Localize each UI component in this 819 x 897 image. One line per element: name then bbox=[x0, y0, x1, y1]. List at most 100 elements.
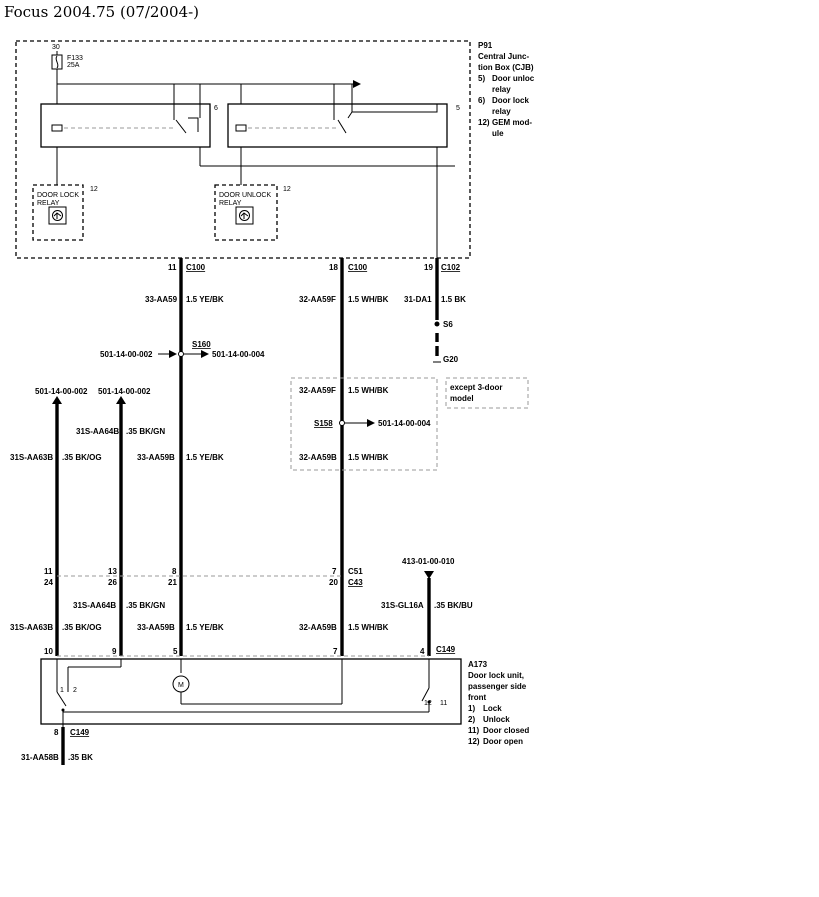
a173-pin-5: 5 bbox=[173, 647, 178, 656]
a173-pin-9: 9 bbox=[112, 647, 117, 656]
w3-code: 31-DA1 bbox=[404, 295, 432, 304]
gem-unlock-relay-box bbox=[214, 184, 278, 241]
w8-spec: 1.5 YE/BK bbox=[186, 453, 224, 462]
gem-left-label-2: RELAY bbox=[37, 200, 60, 207]
w9-spec: .35 BK/GN bbox=[126, 601, 165, 610]
w4-spec: 1.5 WH/BK bbox=[348, 386, 389, 395]
sw-left-1: 1 bbox=[60, 687, 64, 694]
splice-s6 bbox=[434, 321, 440, 327]
motor-symbol: M bbox=[178, 682, 184, 689]
fuse-pin: 30 bbox=[52, 44, 60, 51]
s158-label: S158 bbox=[314, 419, 333, 428]
c100b-label: C100 bbox=[348, 263, 368, 272]
w6-code: 31S-AA64B bbox=[76, 427, 119, 436]
arrow-left-1-ref[interactable]: 501-14-00-002 bbox=[35, 387, 88, 396]
fuse-rating: 25A bbox=[67, 62, 80, 69]
transistor-icon bbox=[235, 206, 254, 225]
a173-legend-11-text: Door closed bbox=[483, 726, 529, 735]
splice-s158 bbox=[339, 420, 345, 426]
w9-code: 31S-AA64B bbox=[73, 601, 116, 610]
w2-spec: 1.5 WH/BK bbox=[348, 295, 389, 304]
c149-top-label: C149 bbox=[436, 645, 456, 654]
s160-label: S160 bbox=[192, 340, 211, 349]
w11-code: 33-AA59B bbox=[137, 623, 175, 632]
gem-lock-relay-box bbox=[32, 184, 84, 241]
page-title: Focus 2004.75 (07/2004-) bbox=[4, 3, 199, 21]
a173-legend-1-num: 1) bbox=[468, 704, 475, 713]
cjb-id: P91 bbox=[478, 41, 493, 50]
door-lock-unit-box bbox=[40, 658, 462, 725]
w13-code: 31S-GL16A bbox=[381, 601, 424, 610]
c43-pin-3: 21 bbox=[168, 578, 177, 587]
s160-out-ref[interactable]: 501-14-00-004 bbox=[212, 350, 265, 359]
a173-pin-7: 7 bbox=[333, 647, 338, 656]
w6-spec: .35 BK/GN bbox=[126, 427, 165, 436]
a173-legend-2-text: Unlock bbox=[483, 715, 510, 724]
cjb-legend-5-l2: relay bbox=[492, 85, 511, 94]
relay-switch-icon bbox=[175, 119, 187, 134]
w4-code: 32-AA59F bbox=[299, 386, 336, 395]
a173-name-2: passenger side bbox=[468, 682, 527, 691]
c100a-pin: 11 bbox=[168, 263, 177, 272]
a173-pin-4: 4 bbox=[420, 647, 425, 656]
door-lock-relay-box bbox=[40, 103, 211, 148]
gem-right-label-2: RELAY bbox=[219, 200, 242, 207]
note-line-1: except 3-door bbox=[450, 383, 502, 392]
w13-spec: .35 BK/BU bbox=[434, 601, 473, 610]
cjb-legend-5-num: 5) bbox=[478, 74, 485, 83]
arrow-right-ref[interactable]: 413-01-00-010 bbox=[402, 557, 455, 566]
c43-pin-1: 24 bbox=[44, 578, 53, 587]
w10-spec: .35 BK/OG bbox=[62, 623, 102, 632]
note-line-2: model bbox=[450, 394, 474, 403]
c100a-label: C100 bbox=[186, 263, 206, 272]
cjb-legend-6-l1: Door lock bbox=[492, 96, 529, 105]
cjb-legend-6-l2: relay bbox=[492, 107, 511, 116]
arrow-down-icon bbox=[424, 571, 434, 579]
sw-right-12: 12 bbox=[424, 700, 432, 707]
c51-pin-3: 8 bbox=[172, 567, 177, 576]
gem-right-label-1: DOOR UNLOCK bbox=[219, 192, 271, 199]
a173-name-1: Door lock unit, bbox=[468, 671, 524, 680]
bottom-pin: 8 bbox=[54, 728, 59, 737]
w8-code: 33-AA59B bbox=[137, 453, 175, 462]
a173-legend-2-num: 2) bbox=[468, 715, 475, 724]
a173-id: A173 bbox=[468, 660, 488, 669]
c43-pin-2: 26 bbox=[108, 578, 117, 587]
s160-in-ref[interactable]: 501-14-00-002 bbox=[100, 350, 153, 359]
c102-pin: 19 bbox=[424, 263, 433, 272]
sw-right-11: 11 bbox=[440, 700, 447, 707]
w12-spec: 1.5 WH/BK bbox=[348, 623, 389, 632]
w2-code: 32-AA59F bbox=[299, 295, 336, 304]
c43-pin-4: 20 bbox=[329, 578, 338, 587]
cjb-legend-12-num: 12) bbox=[478, 118, 490, 127]
w10-code: 31S-AA63B bbox=[10, 623, 53, 632]
relay-coil-icon bbox=[51, 124, 63, 132]
gem-right-num: 12 bbox=[283, 186, 291, 193]
cjb-legend-12-l1: GEM mod- bbox=[492, 118, 532, 127]
relay-coil-icon bbox=[235, 124, 247, 132]
arrow-left-2-ref[interactable]: 501-14-00-002 bbox=[98, 387, 151, 396]
cjb-legend-5-l1: Door unloc bbox=[492, 74, 535, 83]
c43-label: C43 bbox=[348, 578, 363, 587]
w1-code: 33-AA59 bbox=[145, 295, 178, 304]
door-unlock-relay-box bbox=[227, 103, 448, 148]
c51-pin-4: 7 bbox=[332, 567, 337, 576]
w1-spec: 1.5 YE/BK bbox=[186, 295, 224, 304]
c100b-pin: 18 bbox=[329, 263, 338, 272]
lock-switch-icon bbox=[56, 691, 67, 707]
fuse-id: F133 bbox=[67, 55, 83, 62]
a173-legend-12-num: 12) bbox=[468, 737, 480, 746]
a173-name-3: front bbox=[468, 693, 487, 702]
w3-spec: 1.5 BK bbox=[441, 295, 466, 304]
cjb-box bbox=[15, 40, 471, 259]
relay-right-num: 5 bbox=[456, 105, 460, 112]
w5-spec: 1.5 WH/BK bbox=[348, 453, 389, 462]
c102-label: C102 bbox=[441, 263, 461, 272]
w14-spec: .35 BK bbox=[68, 753, 93, 762]
s6-label: S6 bbox=[443, 320, 453, 329]
w14-code: 31-AA58B bbox=[21, 753, 59, 762]
cjb-legend-6-num: 6) bbox=[478, 96, 485, 105]
s158-out-ref[interactable]: 501-14-00-004 bbox=[378, 419, 431, 428]
c51-label: C51 bbox=[348, 567, 363, 576]
